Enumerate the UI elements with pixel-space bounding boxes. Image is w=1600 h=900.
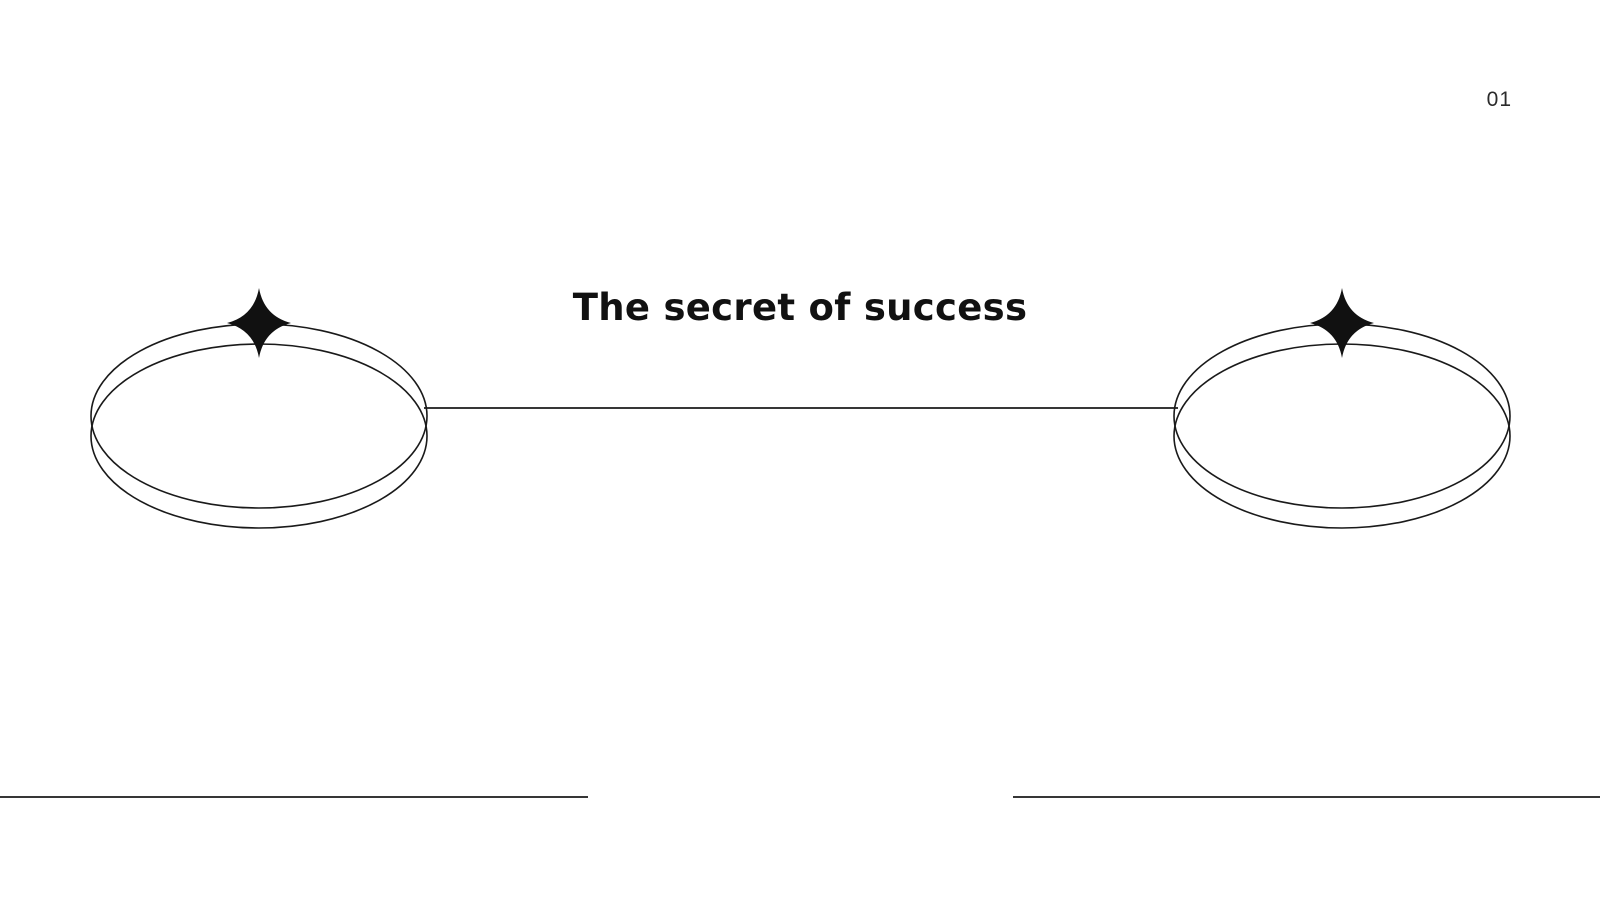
- four-point-sparkle-icon: [227, 288, 291, 358]
- slide-title: The secret of success: [572, 286, 1028, 329]
- slide-number: 01: [1486, 88, 1512, 111]
- four-point-sparkle-icon: [1310, 288, 1374, 358]
